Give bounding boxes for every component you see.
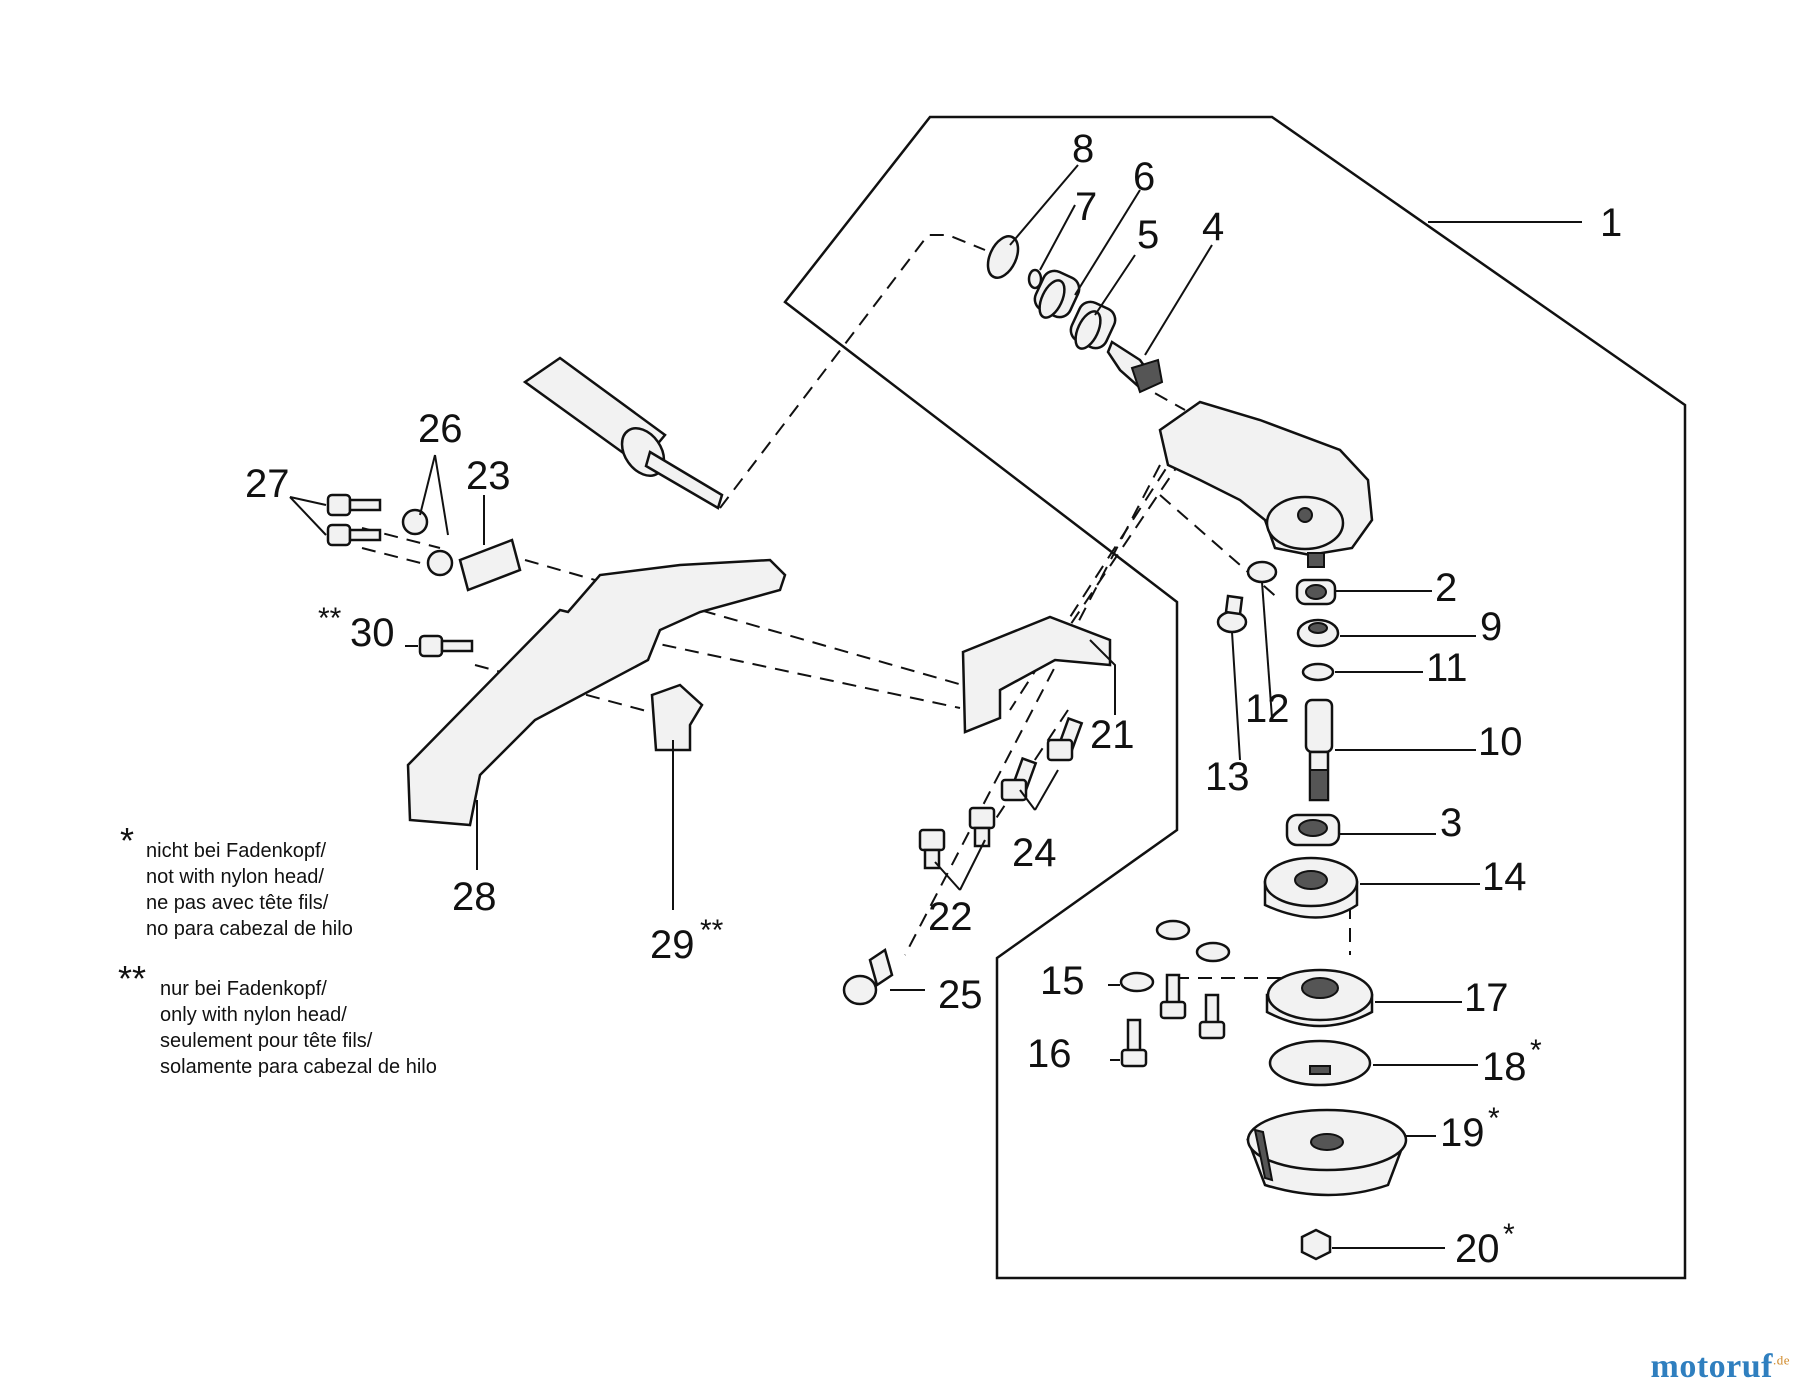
cup-part-17	[1265, 968, 1374, 1028]
ring-part-11	[1301, 662, 1335, 682]
assembly-frame	[783, 115, 1687, 1280]
bolt-part-16a	[1159, 973, 1187, 1020]
footnote-single-line-es: no para cabezal de hilo	[146, 918, 353, 940]
guard-part-28	[406, 558, 787, 827]
label-part-16: 16	[1027, 1032, 1072, 1076]
label-part-8: 8	[1072, 127, 1094, 171]
label-part-4: 4	[1202, 205, 1224, 249]
screw-part-25	[842, 948, 894, 1006]
label-part-10: 10	[1478, 720, 1523, 764]
alignment-lines	[361, 234, 1351, 979]
label-part-20: 20	[1455, 1227, 1500, 1271]
marker-part-29: **	[700, 914, 724, 947]
label-part-7: 7	[1075, 185, 1097, 229]
label-part-24: 24	[1012, 831, 1057, 875]
bearing-part-6	[1033, 269, 1081, 319]
label-part-5: 5	[1137, 213, 1159, 257]
bowl-part-19	[1246, 1108, 1408, 1197]
bearing-part-2	[1295, 578, 1337, 606]
washer-part-15a	[1155, 919, 1191, 941]
footnote-double-line-es: solamente para cabezal de hilo	[160, 1056, 437, 1078]
label-part-25: 25	[938, 973, 983, 1017]
label-part-11: 11	[1426, 646, 1468, 690]
label-part-6: 6	[1133, 155, 1155, 199]
label-part-17: 17	[1464, 976, 1509, 1020]
label-part-27: 27	[245, 462, 290, 506]
label-part-9: 9	[1480, 605, 1502, 649]
label-part-12: 12	[1245, 687, 1290, 731]
gear-head-housing	[1158, 400, 1374, 568]
washer-part-15b	[1195, 941, 1231, 963]
washer-part-12	[1246, 560, 1278, 584]
label-part-23: 23	[466, 454, 511, 498]
part-drawings	[326, 235, 1408, 1261]
ring-part-7	[1027, 268, 1043, 290]
logo-suffix: .de	[1772, 1352, 1790, 1368]
disc-part-18	[1268, 1039, 1372, 1087]
bevel-gear-part-4	[1106, 340, 1164, 394]
leader-lines	[289, 164, 1582, 1249]
screw-part-13	[1216, 594, 1248, 634]
clip-part-29	[650, 683, 704, 752]
footnote-single-mark: *	[120, 820, 135, 861]
marker-part-30: **	[318, 602, 342, 635]
circlip-part-8	[986, 235, 1020, 279]
bolt-part-16c	[1120, 1018, 1148, 1068]
gear-part-9	[1296, 618, 1340, 648]
washer-part-15c	[1119, 971, 1155, 993]
flange-part-14	[1263, 856, 1359, 919]
bearing-part-3	[1285, 813, 1341, 847]
label-part-19: 19	[1440, 1111, 1485, 1155]
bolt-part-16b	[1198, 993, 1226, 1040]
footnote-double-mark: **	[118, 958, 147, 999]
plate-part-23	[458, 538, 522, 592]
nut-part-20	[1300, 1228, 1332, 1261]
label-part-2: 2	[1435, 566, 1457, 610]
marker-part-18: *	[1530, 1034, 1542, 1067]
footnote-single-line-en: not with nylon head/	[146, 866, 324, 888]
label-part-22: 22	[928, 895, 973, 939]
screws-part-24	[1000, 716, 1084, 802]
label-part-26: 26	[418, 407, 463, 451]
logo-text: motoruf	[1650, 1348, 1773, 1385]
bracket-part-21	[961, 615, 1112, 734]
label-part-1: 1	[1600, 201, 1622, 245]
label-part-15: 15	[1040, 959, 1085, 1003]
label-part-18: 18	[1482, 1045, 1527, 1089]
label-part-30: 30	[350, 611, 395, 655]
label-part-3: 3	[1440, 801, 1462, 845]
drive-shaft-tube	[522, 356, 724, 510]
footnote-double-line-fr: seulement pour tête fils/	[160, 1030, 373, 1052]
part-number-labels: 1 2 3 4 5 6 7 8 9 10 11 12 13 14 15 16 1…	[245, 127, 1622, 1271]
footnote-double-line-de: nur bei Fadenkopf/	[160, 978, 327, 1000]
label-part-29: 29	[650, 923, 695, 967]
output-shaft-part-10	[1304, 698, 1334, 802]
marker-part-20: *	[1503, 1218, 1515, 1251]
footnote-double-line-en: only with nylon head/	[160, 1004, 347, 1026]
washer-part-26a	[401, 508, 429, 536]
label-part-13: 13	[1205, 755, 1250, 799]
label-part-28: 28	[452, 875, 497, 919]
marker-part-19: *	[1488, 1102, 1500, 1135]
label-part-14: 14	[1482, 855, 1527, 899]
motoruf-logo: motoruf.de	[1651, 1348, 1791, 1386]
label-part-21: 21	[1090, 713, 1135, 757]
screws-part-22	[918, 806, 996, 870]
washer-part-26b	[426, 549, 454, 577]
footnote-single-line-fr: ne pas avec tête fils/	[146, 892, 329, 914]
footnote-single-line-de: nicht bei Fadenkopf/	[146, 840, 327, 862]
bolt-part-30	[418, 634, 474, 658]
bolts-part-27	[326, 493, 382, 547]
